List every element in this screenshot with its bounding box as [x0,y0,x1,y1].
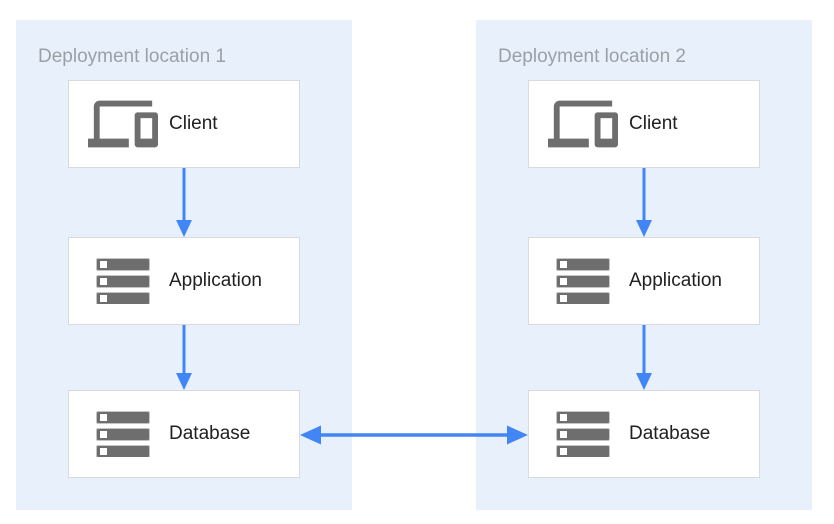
database-node-2: Database [528,390,760,478]
arrow-database-sync-bidirectional [300,423,528,447]
database-node-1: Database [68,390,300,478]
deployment-panel-1: Deployment location 1 Client [16,20,352,510]
server-stack-icon [545,258,621,304]
node-label: Client [169,113,218,134]
panel-title-1: Deployment location 1 [38,46,226,67]
server-stack-icon [545,411,621,457]
node-label: Application [169,270,262,291]
application-node-2: Application [528,237,760,325]
client-node-1: Client [68,80,300,168]
node-label: Database [169,423,251,444]
arrow-application-to-database-2 [634,325,654,390]
server-stack-icon [85,411,161,457]
arrow-application-to-database-1 [174,325,194,390]
devices-icon [85,89,161,159]
deployment-panel-2: Deployment location 2 Client [476,20,812,510]
server-stack-icon [85,258,161,304]
arrow-client-to-application-2 [634,168,654,237]
panel-title-2: Deployment location 2 [498,46,686,67]
client-node-2: Client [528,80,760,168]
node-label: Database [629,423,711,444]
application-node-1: Application [68,237,300,325]
node-label: Client [629,113,678,134]
arrow-client-to-application-1 [174,168,194,237]
node-label: Application [629,270,722,291]
devices-icon [545,89,621,159]
